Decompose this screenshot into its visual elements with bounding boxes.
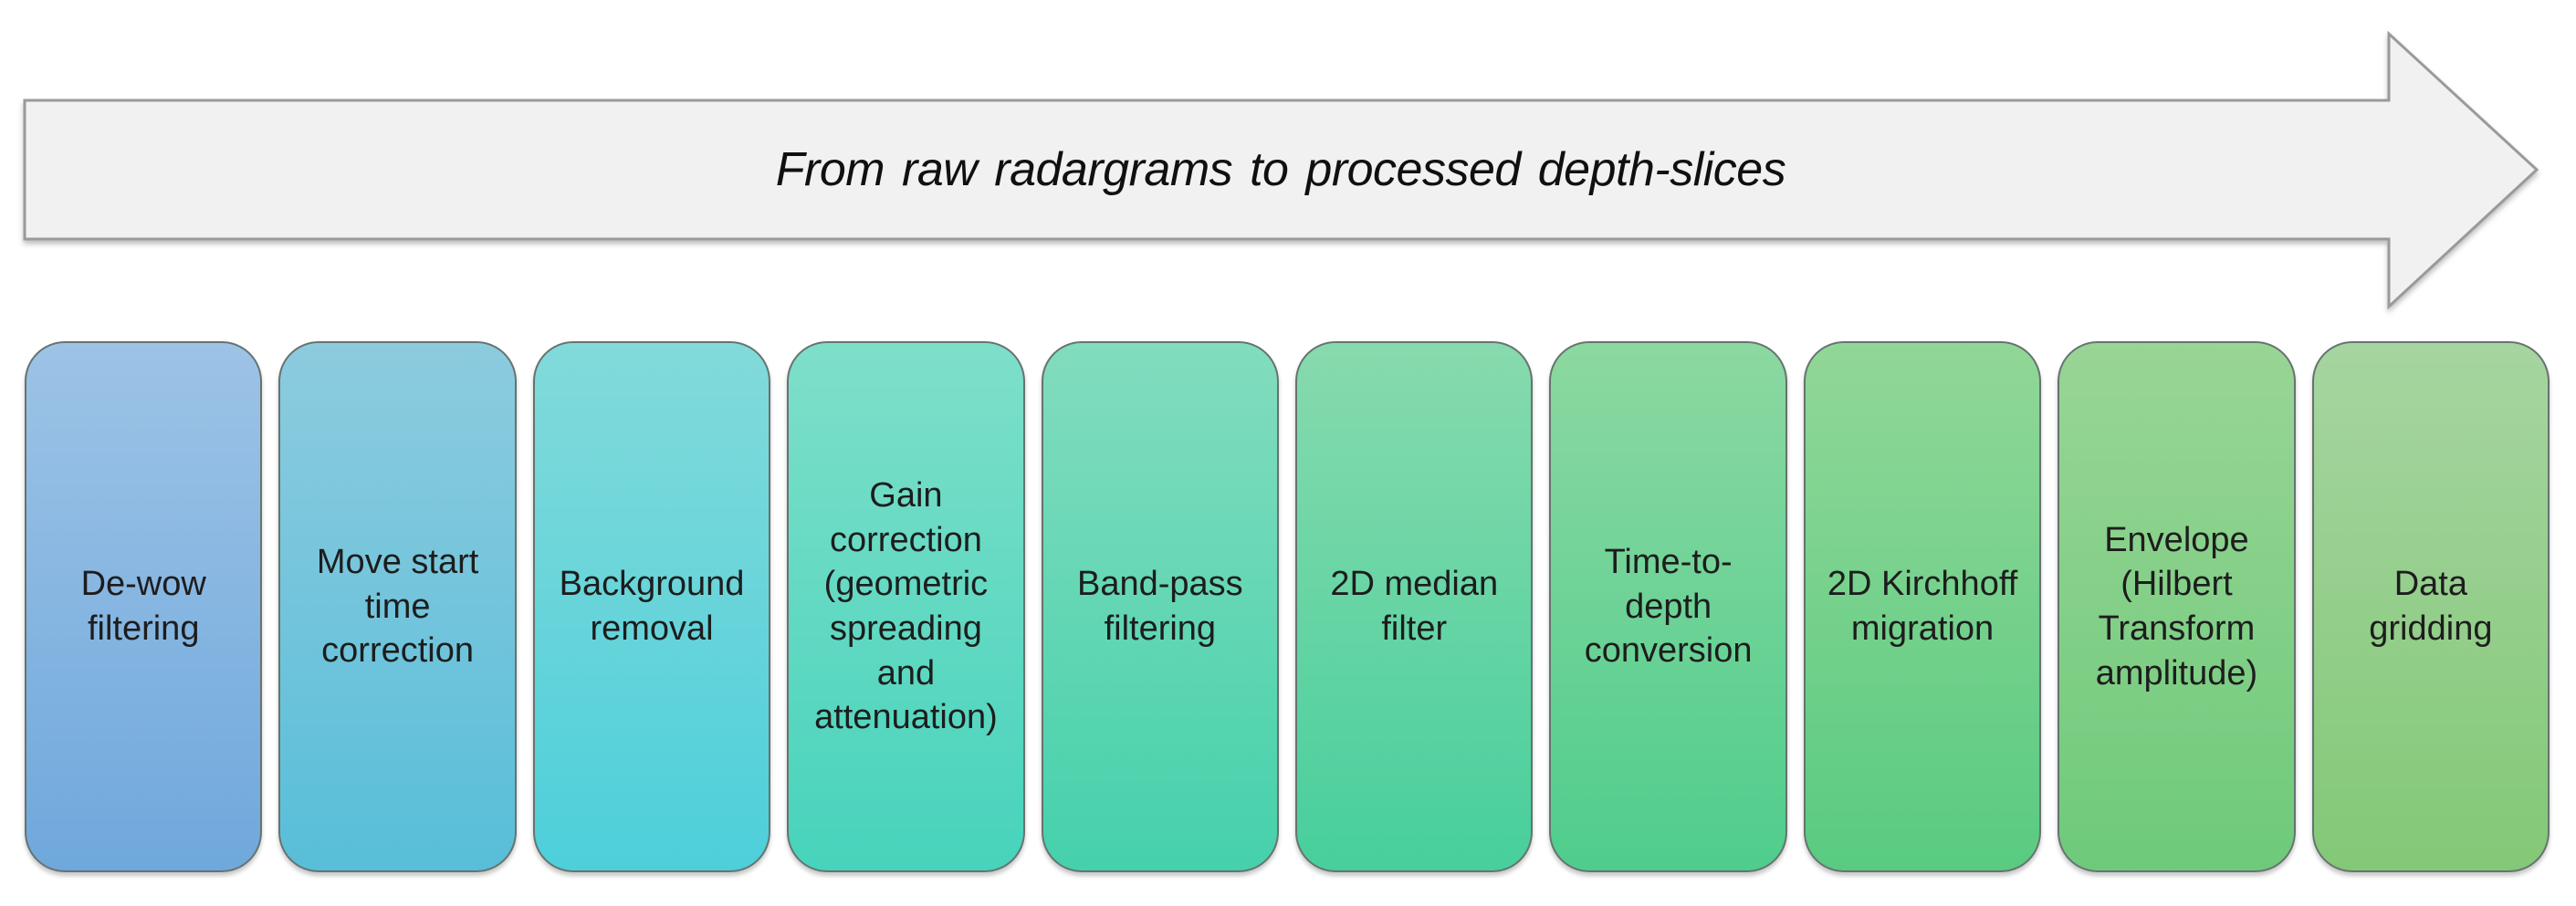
process-step-label: Data gridding	[2369, 565, 2493, 648]
process-step-box: Band-pass filtering	[1041, 341, 1280, 872]
process-step-label: Gain correction (geometric spreading and…	[814, 476, 998, 737]
process-step-box: Background removal	[532, 341, 771, 872]
process-step-box: Move start time correction	[278, 341, 517, 872]
process-step-box: Gain correction (geometric spreading and…	[787, 341, 1025, 872]
process-step-label: Background removal	[559, 565, 745, 648]
flow-arrow	[23, 30, 2539, 310]
process-step-box: 2D median filter	[1295, 341, 1534, 872]
process-step-label: Band-pass filtering	[1076, 565, 1243, 648]
process-step-box: 2D Kirchhoff migration	[1803, 341, 2042, 872]
process-step-label: Move start time correction	[316, 543, 479, 671]
process-steps: De-wow filtering Move start time correcti…	[25, 341, 2550, 872]
flow-arrow-shape	[23, 30, 2539, 310]
process-step-label: Time-to- depth conversion	[1584, 543, 1753, 671]
process-step-label: 2D Kirchhoff migration	[1827, 565, 2018, 648]
process-step-label: De-wow filtering	[80, 565, 206, 648]
process-step-label: 2D median filter	[1330, 565, 1499, 648]
process-step-box: Data gridding	[2311, 341, 2550, 872]
process-step-label: Envelope (Hilbert Transform amplitude)	[2095, 520, 2258, 693]
process-step-box: Envelope (Hilbert Transform amplitude)	[2058, 341, 2296, 872]
process-step-box: De-wow filtering	[25, 341, 263, 872]
process-step-box: Time-to- depth conversion	[1549, 341, 1787, 872]
